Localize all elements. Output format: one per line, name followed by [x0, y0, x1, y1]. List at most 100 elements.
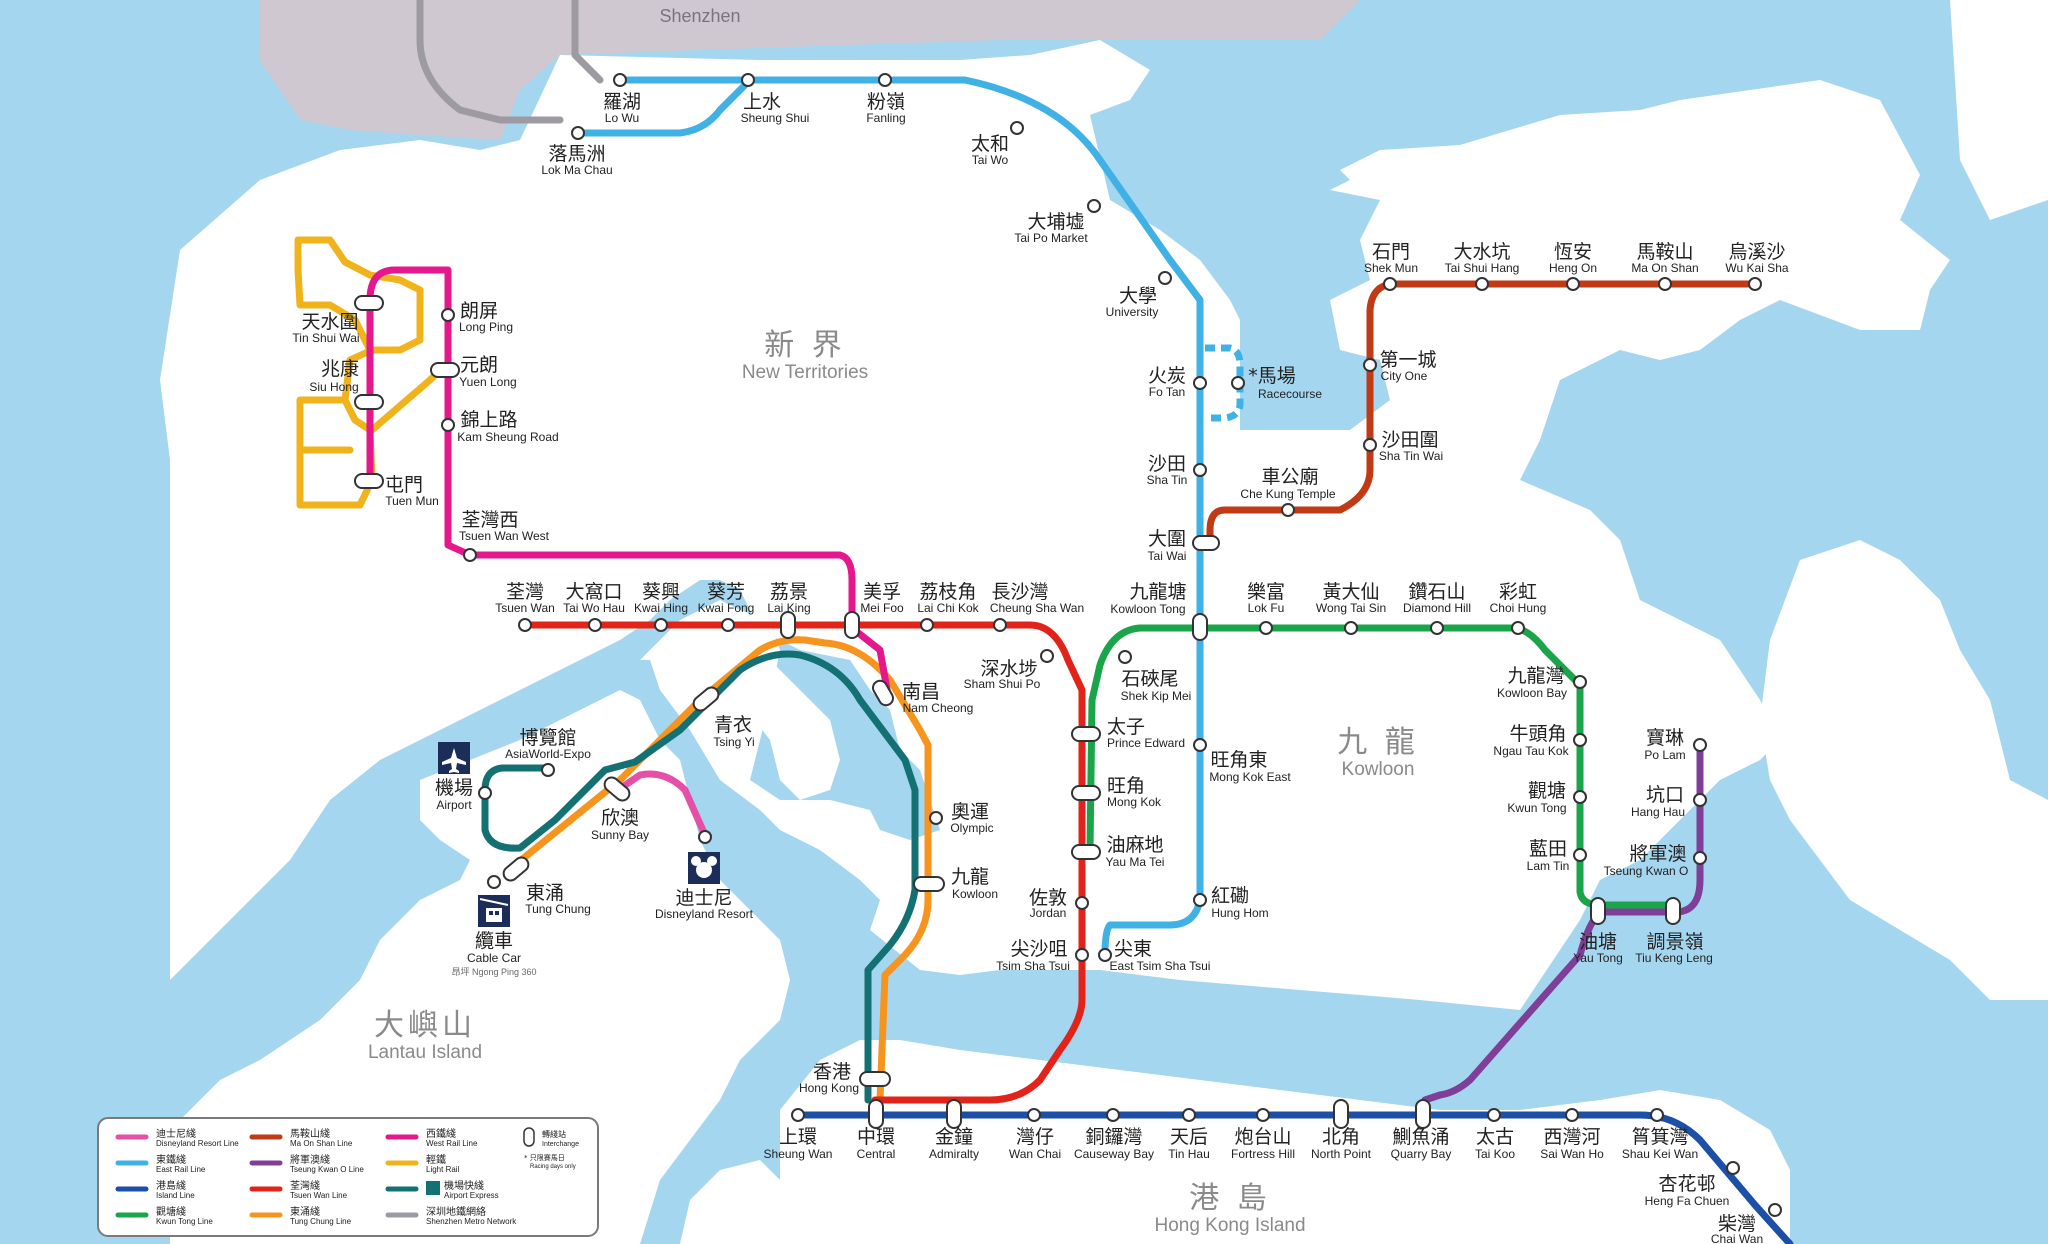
label-lok-ma-chau-en: Lok Ma Chau [541, 163, 612, 177]
stop-ma-on-shan[interactable] [1658, 277, 1672, 291]
stop-sha-tin[interactable] [1193, 463, 1207, 477]
stop-chai-wan[interactable] [1768, 1203, 1782, 1217]
label-fo-tan-en: Fo Tan [1149, 385, 1185, 399]
xfer-prince-edward[interactable] [1071, 726, 1101, 742]
label-cheung-sha-wan-en: Cheung Sha Wan [990, 601, 1084, 615]
stop-wan-chai[interactable] [1027, 1108, 1041, 1122]
stop-airport[interactable] [478, 786, 492, 800]
xfer-tiu-keng-leng[interactable] [1665, 897, 1681, 925]
stop-fanling[interactable] [878, 73, 892, 87]
stop-tseung-kwan-o[interactable] [1693, 851, 1707, 865]
legend-ma-on-shan-zh: 馬鞍山綫 [290, 1127, 330, 1140]
stop-sai-wan-ho[interactable] [1565, 1108, 1579, 1122]
stop-wu-kai-sha[interactable] [1748, 277, 1762, 291]
stop-tin-hau[interactable] [1182, 1108, 1196, 1122]
xfer-kowloon-tong[interactable] [1192, 613, 1208, 641]
stop-sham-shui-po[interactable] [1040, 649, 1054, 663]
xfer-hong-kong[interactable] [859, 1071, 891, 1087]
xfer-quarry-bay[interactable] [1415, 1099, 1431, 1129]
xfer-yuen-long[interactable] [430, 362, 460, 378]
stop-wong-tai-sin[interactable] [1344, 621, 1358, 635]
stop-hung-hom[interactable] [1193, 893, 1207, 907]
xfer-tung-chung[interactable] [501, 855, 531, 884]
xfer-tin-shui-wai[interactable] [354, 295, 384, 311]
stop-lok-ma-chau[interactable] [571, 126, 585, 140]
label-fanling-zh: 粉嶺 [867, 91, 905, 113]
xfer-kowloon[interactable] [913, 876, 945, 892]
xfer-admiralty[interactable] [946, 1099, 962, 1129]
stop-asiaworld[interactable] [541, 763, 555, 777]
stop-mong-kok-east[interactable] [1193, 738, 1207, 752]
xfer-yau-tong[interactable] [1590, 897, 1606, 925]
xfer-tsing-yi[interactable] [691, 685, 721, 714]
xfer-siu-hong[interactable] [354, 394, 384, 410]
label-lai-chi-kok-zh: 荔枝角 [919, 581, 976, 603]
xfer-mei-foo[interactable] [844, 611, 860, 639]
stop-tai-koo[interactable] [1487, 1108, 1501, 1122]
xfer-mong-kok[interactable] [1071, 785, 1101, 801]
label-tai-wo-hau-en: Tai Wo Hau [563, 601, 625, 615]
stop-tsuen-wan-west[interactable] [463, 548, 477, 562]
xfer-yau-ma-tei[interactable] [1071, 844, 1101, 860]
stop-fo-tan[interactable] [1193, 376, 1207, 390]
stop-cheung-sha-wan[interactable] [993, 618, 1007, 632]
label-racecourse-zh: *馬場 [1248, 365, 1296, 387]
stop-lam-tin[interactable] [1573, 848, 1587, 862]
stop-tai-po-market[interactable] [1087, 199, 1101, 213]
stop-hang-hau[interactable] [1693, 793, 1707, 807]
stop-sheung-shui[interactable] [741, 73, 755, 87]
stop-lok-fu[interactable] [1259, 621, 1273, 635]
stop-racecourse[interactable] [1231, 376, 1245, 390]
stop-tai-wo-hau[interactable] [588, 618, 602, 632]
legend-tung-chung-zh: 東涌綫 [290, 1205, 320, 1218]
stop-sheung-wan[interactable] [791, 1108, 805, 1122]
label-tai-wai-en: Tai Wai [1148, 549, 1187, 563]
stop-university[interactable] [1158, 271, 1172, 285]
stop-heng-on[interactable] [1566, 277, 1580, 291]
stop-sha-tin-wai[interactable] [1363, 438, 1377, 452]
label-central-en: Central [857, 1147, 896, 1161]
stop-kwun-tong[interactable] [1573, 790, 1587, 804]
xfer-tai-wai[interactable] [1192, 535, 1220, 551]
stop-shek-kip-mei[interactable] [1118, 650, 1132, 664]
stop-kwai-fong[interactable] [721, 618, 735, 632]
stop-kwai-hing[interactable] [654, 618, 668, 632]
stop-po-lam[interactable] [1693, 738, 1707, 752]
stop-shau-kei-wan[interactable] [1650, 1108, 1664, 1122]
station-markers [354, 73, 1782, 1217]
xfer-sunny-bay[interactable] [602, 775, 632, 804]
label-tai-wo-hau-zh: 大窩口 [565, 581, 622, 603]
region-label-kowloon-zh: 九 龍 [1337, 725, 1419, 760]
stop-jordan[interactable] [1075, 896, 1089, 910]
stop-kowloon-bay[interactable] [1573, 675, 1587, 689]
stop-tst[interactable] [1075, 948, 1089, 962]
stop-tsuen-wan[interactable] [518, 618, 532, 632]
stop-shek-mun[interactable] [1383, 277, 1397, 291]
xfer-tuen-mun[interactable] [354, 473, 384, 489]
stop-disneyland[interactable] [698, 830, 712, 844]
label-city-one-zh: 第一城 [1379, 349, 1436, 371]
stop-tai-wo[interactable] [1010, 121, 1024, 135]
stop-lai-chi-kok[interactable] [920, 618, 934, 632]
disneyland-resort-line [614, 770, 709, 839]
stop-long-ping[interactable] [441, 308, 455, 322]
xfer-lai-king[interactable] [780, 611, 796, 639]
label-yau-tong-zh: 油塘 [1579, 931, 1617, 953]
stop-fortress-hill[interactable] [1256, 1108, 1270, 1122]
stop-kam-sheung-road[interactable] [441, 418, 455, 432]
stop-east-tst[interactable] [1098, 948, 1112, 962]
stop-choi-hung[interactable] [1511, 621, 1525, 635]
stop-city-one[interactable] [1363, 358, 1377, 372]
stop-heng-fa-chuen[interactable] [1726, 1161, 1740, 1175]
stop-olympic[interactable] [929, 811, 943, 825]
xfer-nam-cheong[interactable] [870, 678, 895, 708]
stop-tai-shui-hang[interactable] [1475, 277, 1489, 291]
stop-ngau-tau-kok[interactable] [1573, 733, 1587, 747]
stop-che-kung-temple[interactable] [1281, 503, 1295, 517]
stop-lo-wu[interactable] [613, 73, 627, 87]
stop-causeway-bay[interactable] [1106, 1108, 1120, 1122]
xfer-central[interactable] [868, 1099, 884, 1129]
stop-diamond-hill[interactable] [1430, 621, 1444, 635]
xfer-north-point[interactable] [1333, 1099, 1349, 1129]
stop-cable-car[interactable] [487, 875, 501, 889]
